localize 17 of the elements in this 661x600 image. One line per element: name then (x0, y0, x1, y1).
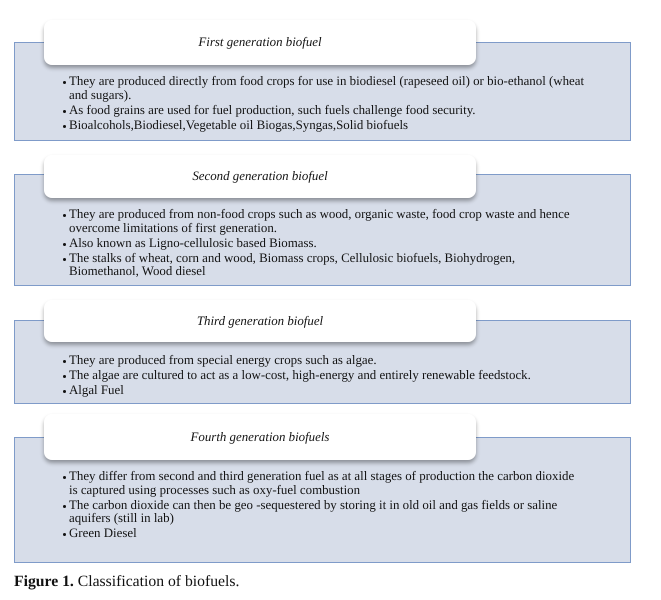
figure-caption: Figure 1. Classification of biofuels. (14, 573, 240, 591)
bullet-point: Algal Fuel (69, 384, 125, 398)
generation-heading: Fourth generation biofuels (44, 414, 476, 460)
bullet-point: They are produced directly from food crops for use in biodiesel (rapeseed oil) or bio-ethanol (wheat and sugars). (69, 75, 586, 102)
generation-heading: Second generation biofuel (44, 155, 476, 198)
bullet-point: Bioalcohols,Biodiesel,Vegetable oil Biogas,Syngas,Solid biofuels (69, 118, 410, 132)
generation-heading: First generation biofuel (44, 20, 476, 65)
bullet-point: They are produced from special energy crops such as algae. (69, 354, 378, 368)
bullet-point: The stalks of wheat, corn and wood, Biomass crops, Cellulosic biofuels, Biohydrogen, Biomethanol, Wood diesel (69, 252, 516, 279)
bullet-point: They are produced from non-food crops such as wood, organic waste, food crop waste and hence overcome limitations of first generation. (69, 208, 571, 235)
bullet-point: The algae are cultured to act as a low-cost, high-energy and entirely renewable feedstock. (69, 369, 532, 383)
bullet-point: The carbon dioxide can then be geo -sequestered by storing it in old oil and gas fields or saline aquifers (still in lab) (69, 498, 558, 526)
bullet-point: They differ from second and third generation fuel as at all stages of production the carbon dioxide is captured using processes such as oxy-fuel combustion (69, 470, 576, 497)
bullet-point: As food grains are used for fuel production, such fuels challenge food security. (69, 104, 477, 118)
generation-heading: Third generation biofuel (44, 300, 476, 342)
bullet-point: Green Diesel (69, 527, 138, 541)
bullet-point: Also known as Ligno-cellulosic based Biomass. (69, 236, 318, 250)
